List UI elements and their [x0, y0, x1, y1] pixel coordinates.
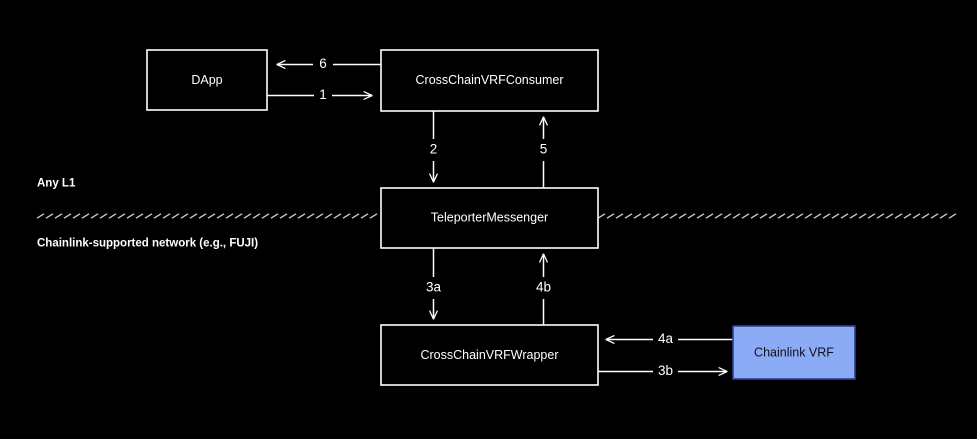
edge-4a: 4a — [606, 331, 733, 346]
node-chainlink-vrf-box[interactable] — [732, 325, 856, 380]
node-dapp[interactable]: DApp — [146, 49, 268, 111]
edge-3b: 3b — [598, 363, 727, 378]
zone-label-any-l1: Any L1 — [37, 178, 76, 190]
node-crosschainvrfwrapper[interactable]: CrossChainVRFWrapper — [380, 324, 599, 386]
edge-6: 6 — [277, 56, 381, 71]
node-dapp-label: DApp — [191, 73, 222, 87]
edge-5-label: 5 — [540, 142, 548, 157]
network-divider-left-segment — [36, 213, 378, 219]
node-teleportermessenger[interactable]: TeleporterMessenger — [380, 187, 599, 249]
node-crosschainvrfconsumer[interactable]: CrossChainVRFConsumer — [380, 49, 599, 112]
node-chainlink-vrf-label: Chainlink VRF — [754, 345, 834, 359]
node-crosschainvrfwrapper-label: CrossChainVRFWrapper — [420, 348, 558, 362]
edge-6-label: 6 — [319, 56, 327, 71]
edge-5: 5 — [540, 117, 548, 188]
node-crosschainvrfconsumer-box[interactable] — [380, 49, 599, 112]
edge-4b: 4b — [536, 254, 551, 325]
node-teleportermessenger-label: TeleporterMessenger — [431, 210, 548, 224]
node-dapp-box[interactable] — [146, 49, 268, 111]
edge-1: 1 — [267, 87, 372, 102]
edge-4b-label: 4b — [536, 280, 551, 295]
edge-2-label: 2 — [430, 142, 438, 157]
node-teleportermessenger-box[interactable] — [380, 187, 599, 249]
edge-2: 2 — [430, 111, 438, 182]
edge-1-label: 1 — [319, 87, 327, 102]
zone-label-chainlink-network: Chainlink-supported network (e.g., FUJI) — [37, 238, 258, 250]
edge-3b-label: 3b — [658, 363, 673, 378]
edge-3a: 3a — [426, 248, 442, 319]
node-chainlink-vrf[interactable]: Chainlink VRF — [732, 325, 856, 380]
edge-4a-label: 4a — [658, 331, 674, 346]
node-crosschainvrfconsumer-label: CrossChainVRFConsumer — [416, 73, 564, 87]
network-divider — [36, 213, 957, 219]
network-divider-right-segment — [597, 213, 957, 219]
node-crosschainvrfwrapper-box[interactable] — [380, 324, 599, 386]
edge-3a-label: 3a — [426, 280, 442, 295]
